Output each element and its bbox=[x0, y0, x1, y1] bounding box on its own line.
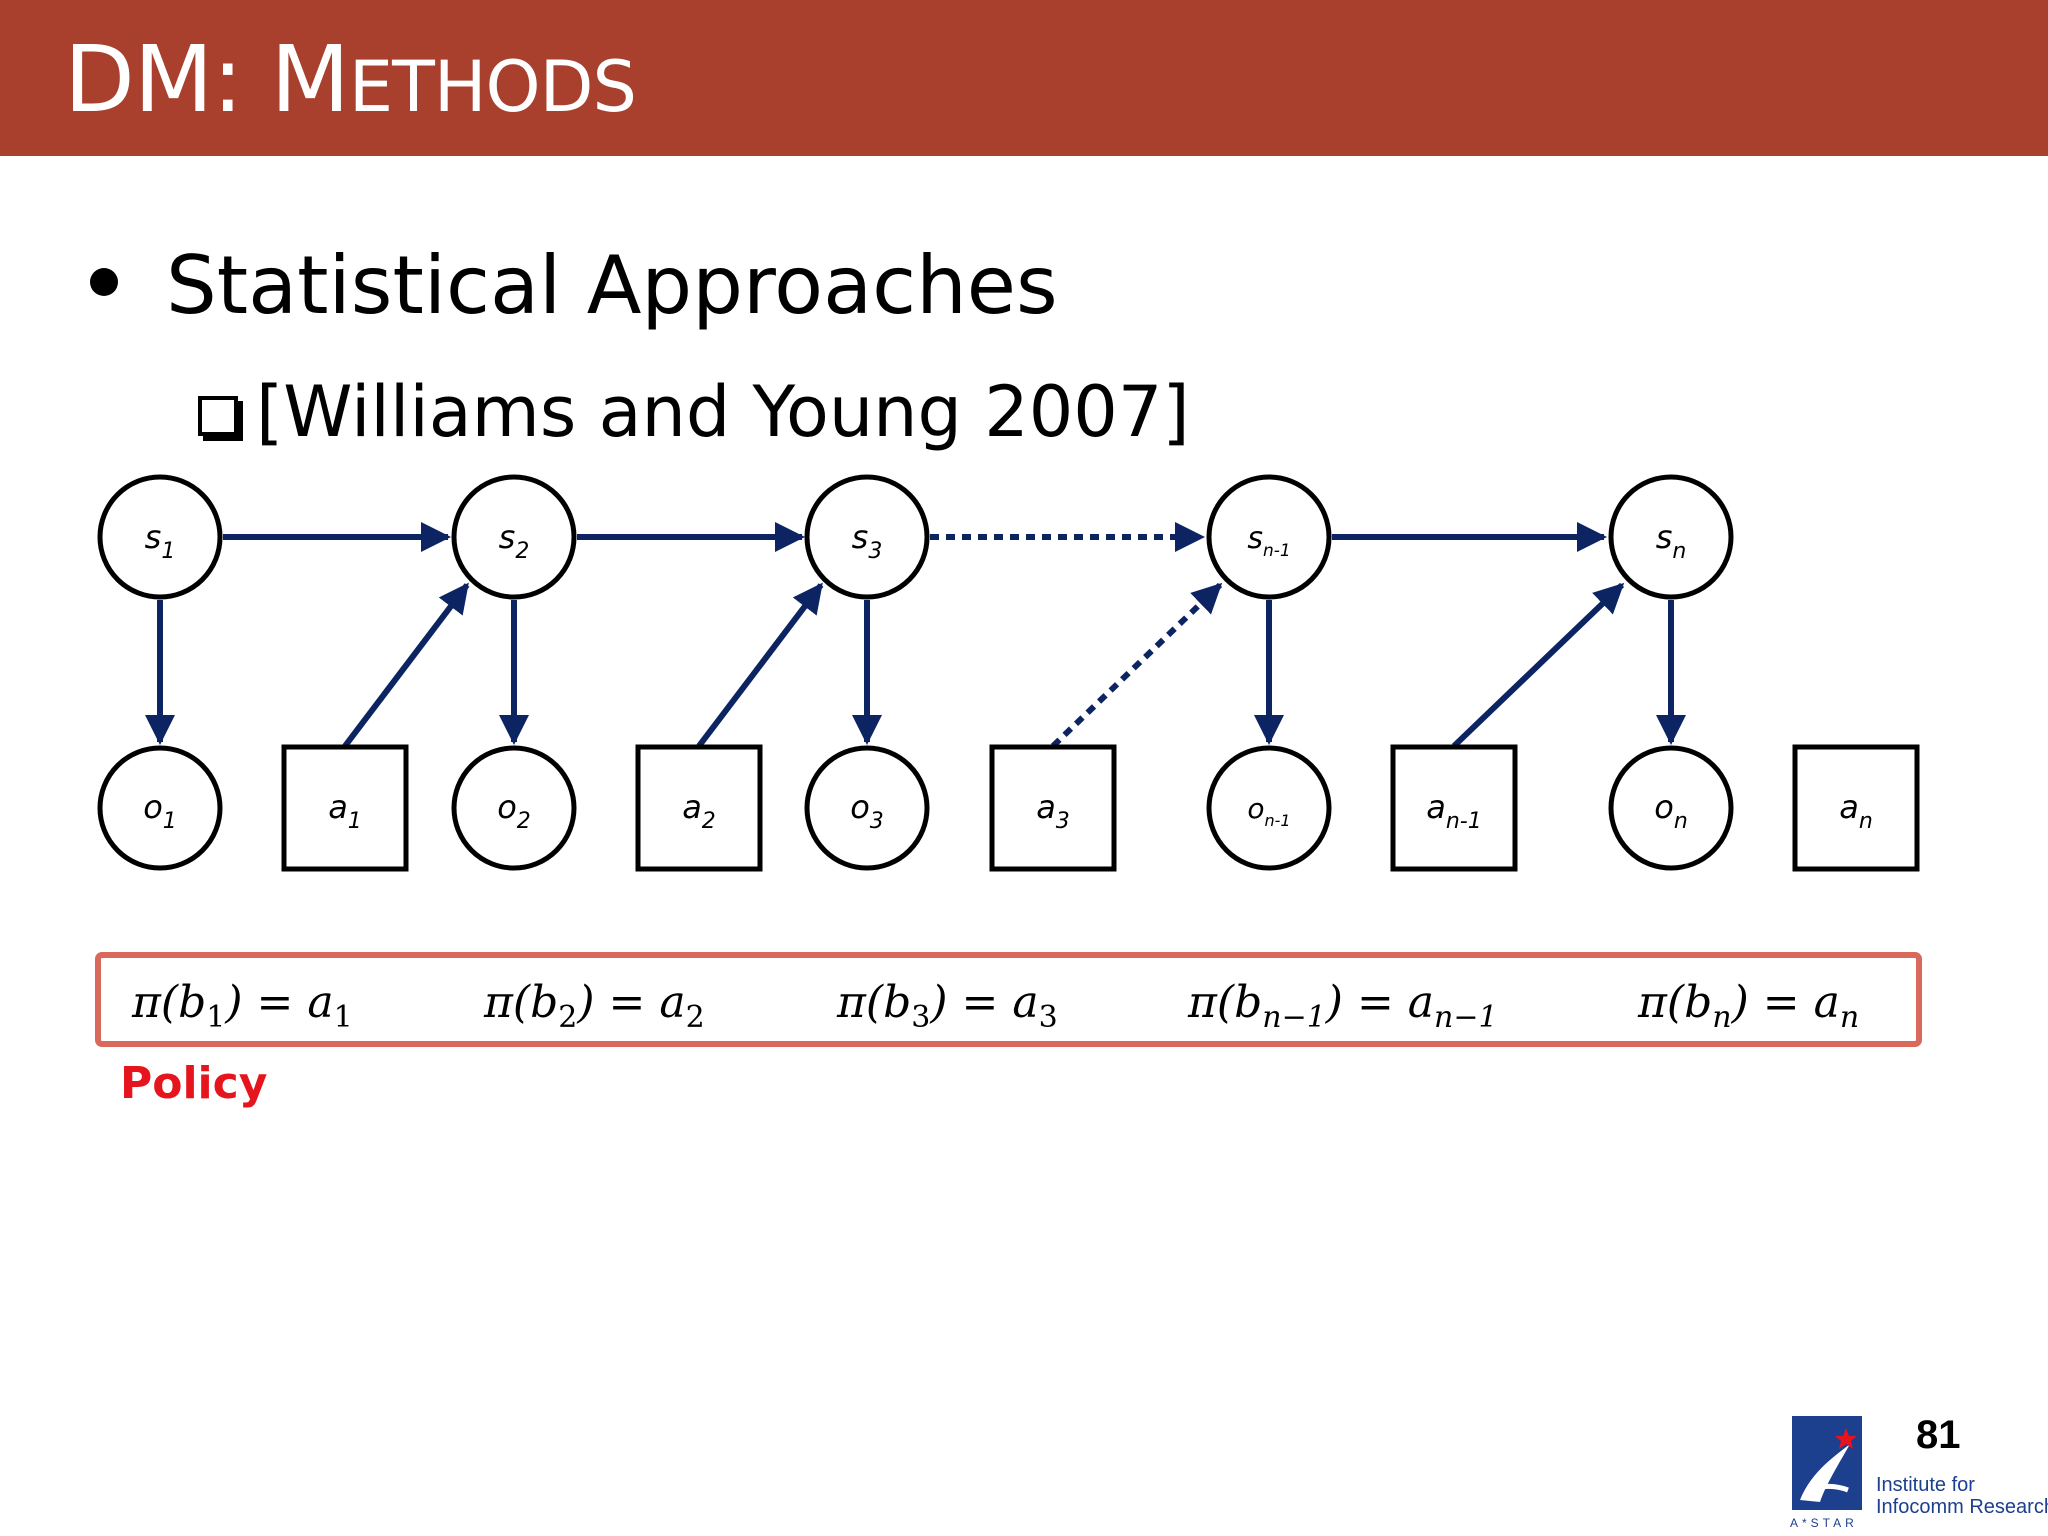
policy-eq-1-asub: 1 bbox=[334, 1000, 353, 1035]
node-an1-sub: n-1 bbox=[1446, 809, 1482, 834]
node-an-base: a bbox=[1839, 788, 1859, 826]
svg-text:o1: o1 bbox=[143, 788, 177, 834]
node-o2-sub: 2 bbox=[517, 809, 531, 834]
node-o1-base: o bbox=[143, 788, 163, 826]
policy-eq-4: π(bn−1) = an−1 bbox=[1187, 977, 1498, 1035]
node-sn-base: s bbox=[1656, 518, 1673, 556]
astar-logo-icon bbox=[1792, 1416, 1862, 1510]
logo-line-1: Institute for bbox=[1876, 1474, 1975, 1496]
policy-eq-5: π(bn) = an bbox=[1637, 977, 1859, 1035]
page-number: 81 bbox=[1916, 1413, 1961, 1457]
svg-text:s1: s1 bbox=[145, 518, 176, 564]
node-an: an bbox=[1792, 744, 1920, 872]
policy-eq-2: π(b2) = a2 bbox=[483, 977, 705, 1035]
svg-text:an: an bbox=[1839, 788, 1873, 834]
policy-eq-5-asub: n bbox=[1840, 1000, 1859, 1035]
node-sn-sub: n bbox=[1672, 539, 1686, 564]
bullet-main: Statistical Approaches bbox=[166, 239, 1058, 332]
svg-text:sn: sn bbox=[1656, 518, 1687, 564]
node-an1-base: a bbox=[1426, 788, 1446, 826]
policy-eq-1-bsub: 1 bbox=[206, 1000, 225, 1035]
node-s3-base: s bbox=[852, 518, 869, 556]
svg-text:on-1: on-1 bbox=[1247, 792, 1290, 830]
policy-eq-3-asub: 3 bbox=[1039, 1000, 1058, 1035]
svg-text:s3: s3 bbox=[852, 518, 883, 564]
node-sn1-base: s bbox=[1247, 521, 1263, 556]
edge-an1-sn bbox=[1451, 582, 1625, 749]
sub-bullet-box bbox=[198, 396, 238, 436]
node-a2-base: a bbox=[682, 788, 702, 826]
node-s2-base: s bbox=[499, 518, 516, 556]
policy-eq-4-asub: n−1 bbox=[1434, 1000, 1498, 1035]
node-an1: an-1 bbox=[1390, 744, 1518, 872]
node-on1-base: o bbox=[1247, 792, 1264, 825]
node-s3-sub: 3 bbox=[868, 539, 882, 564]
node-o3-base: o bbox=[850, 788, 870, 826]
node-a1-sub: 1 bbox=[348, 809, 362, 834]
policy-label: Policy bbox=[120, 1058, 268, 1109]
svg-text:sn-1: sn-1 bbox=[1247, 521, 1290, 561]
node-a1: a1 bbox=[281, 744, 409, 872]
policy-eq-3: π(b3) = a3 bbox=[836, 977, 1058, 1035]
node-a3: a3 bbox=[989, 744, 1117, 872]
node-o3: o3 bbox=[804, 745, 930, 871]
svg-text:a3: a3 bbox=[1036, 788, 1070, 834]
node-on1: on-1 bbox=[1206, 745, 1332, 871]
slide-title-initial: DM: M bbox=[64, 26, 350, 133]
node-s3: s3 bbox=[804, 474, 930, 600]
logo-line-2: Infocomm Research bbox=[1876, 1496, 2048, 1518]
node-s2-sub: 2 bbox=[515, 539, 529, 564]
node-a3-sub: 3 bbox=[1056, 809, 1070, 834]
node-s1-sub: 1 bbox=[161, 539, 175, 564]
node-on-base: o bbox=[1654, 788, 1674, 826]
svg-text:an-1: an-1 bbox=[1426, 788, 1482, 834]
policy-eq-3-bsub: 3 bbox=[911, 1000, 930, 1035]
svg-text:a1: a1 bbox=[328, 788, 362, 834]
bullet-dot bbox=[90, 268, 118, 296]
svg-text:s2: s2 bbox=[499, 518, 530, 564]
node-an-sub: n bbox=[1859, 809, 1873, 834]
node-on: on bbox=[1608, 745, 1734, 871]
policy-eq-2-bsub: 2 bbox=[558, 1000, 577, 1035]
node-a1-base: a bbox=[328, 788, 348, 826]
logo-sub: A*STAR bbox=[1790, 1516, 1858, 1530]
node-a3-base: a bbox=[1036, 788, 1056, 826]
edge-a1-s2 bbox=[342, 582, 470, 748]
node-s1-base: s bbox=[145, 518, 162, 556]
policy-eq-2-asub: 2 bbox=[686, 1000, 705, 1035]
node-o2-base: o bbox=[497, 788, 517, 826]
slide-title-rest: ETHODS bbox=[348, 46, 637, 128]
node-o3-sub: 3 bbox=[870, 809, 884, 834]
node-sn1: sn-1 bbox=[1206, 474, 1332, 600]
node-o1: o1 bbox=[97, 745, 223, 871]
policy-eq-1: π(b1) = a1 bbox=[131, 977, 353, 1035]
node-a2: a2 bbox=[635, 744, 763, 872]
slide-title: DM: METHODS bbox=[64, 30, 637, 137]
node-sn: sn bbox=[1608, 474, 1734, 600]
node-s1: s1 bbox=[97, 474, 223, 600]
svg-text:o3: o3 bbox=[850, 788, 884, 834]
edge-a3-sn1 bbox=[1050, 582, 1223, 749]
node-s2: s2 bbox=[451, 474, 577, 600]
policy-eq-4-bsub: n−1 bbox=[1262, 1000, 1326, 1035]
title-bar: DM: METHODS bbox=[0, 0, 2048, 156]
bullet-sub: [Williams and Young 2007] bbox=[256, 371, 1190, 453]
svg-text:on: on bbox=[1654, 788, 1688, 834]
svg-text:o2: o2 bbox=[497, 788, 531, 834]
node-a2-sub: 2 bbox=[702, 809, 716, 834]
svg-text:a2: a2 bbox=[682, 788, 716, 834]
edge-a2-s3 bbox=[696, 582, 824, 748]
node-o2: o2 bbox=[451, 745, 577, 871]
node-sn1-sub: n-1 bbox=[1263, 541, 1291, 561]
policy-eq-5-bsub: n bbox=[1712, 1000, 1731, 1035]
node-on-sub: n bbox=[1674, 809, 1688, 834]
logo-text: Institute for Infocomm Research bbox=[1876, 1474, 2048, 1518]
policy-box bbox=[95, 952, 1922, 1047]
node-o1-sub: 1 bbox=[163, 809, 177, 834]
node-on1-sub: n-1 bbox=[1265, 811, 1291, 830]
